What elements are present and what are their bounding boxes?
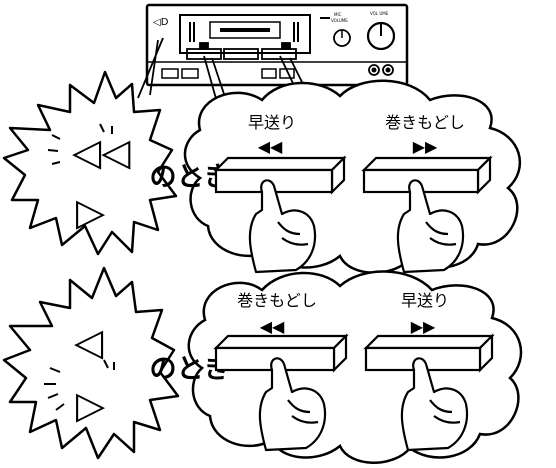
right-button-label-2: 早送り	[401, 291, 449, 310]
burst-arrow-right-2: ▷	[76, 383, 106, 427]
starburst-1	[2, 70, 178, 256]
burst-arrow-left-2: ◁	[74, 320, 104, 364]
left-button-label-2: 巻きもどし	[237, 291, 317, 310]
burst-dashes-2	[44, 359, 115, 411]
pointing-hand-icon-2b	[400, 357, 469, 452]
left-button-2: 巻きもどし ◀◀	[213, 291, 349, 373]
volume-knob	[366, 21, 396, 51]
right-button-symbol-1: ▶▶	[413, 137, 438, 156]
mic-volume-knob	[333, 29, 351, 47]
mic-volume-label: VOLUME	[331, 18, 348, 23]
right-button-1: 巻きもどし ▶▶	[361, 113, 493, 195]
mic-label: MIC	[334, 12, 342, 17]
left-button-symbol-1: ◀◀	[258, 137, 283, 156]
burst-dashes-1	[47, 123, 113, 165]
deck-transport-buttons	[186, 42, 297, 60]
burst-arrow-left-1: ◁◁	[72, 130, 131, 174]
burst-arrow-right-1: ▷	[76, 190, 106, 234]
pointing-hand-icon-2a	[258, 357, 327, 452]
starburst-2	[2, 266, 180, 460]
left-button-symbol-2: ◀◀	[260, 317, 285, 336]
right-button-label-1: 巻きもどし	[385, 113, 465, 132]
panel-1: ◁◁ ▷ のとき 早送り ◀◀ 巻きもどし ▶▶	[2, 70, 522, 274]
pointing-hand-icon-1a	[248, 179, 317, 274]
panel-2: ◁ ▷ のとき 巻きもどし ◀◀ 早送り ▶▶	[2, 266, 523, 464]
right-button-symbol-2: ▶▶	[411, 317, 436, 336]
left-button-label-1: 早送り	[248, 113, 296, 132]
deck-indicator: ◁D	[153, 17, 169, 28]
cassette-deck: ◁D MIC VOLUME VOL UME	[137, 3, 409, 121]
pointing-hand-icon-1b	[396, 179, 465, 274]
volume-label: VOL UME	[370, 11, 389, 16]
